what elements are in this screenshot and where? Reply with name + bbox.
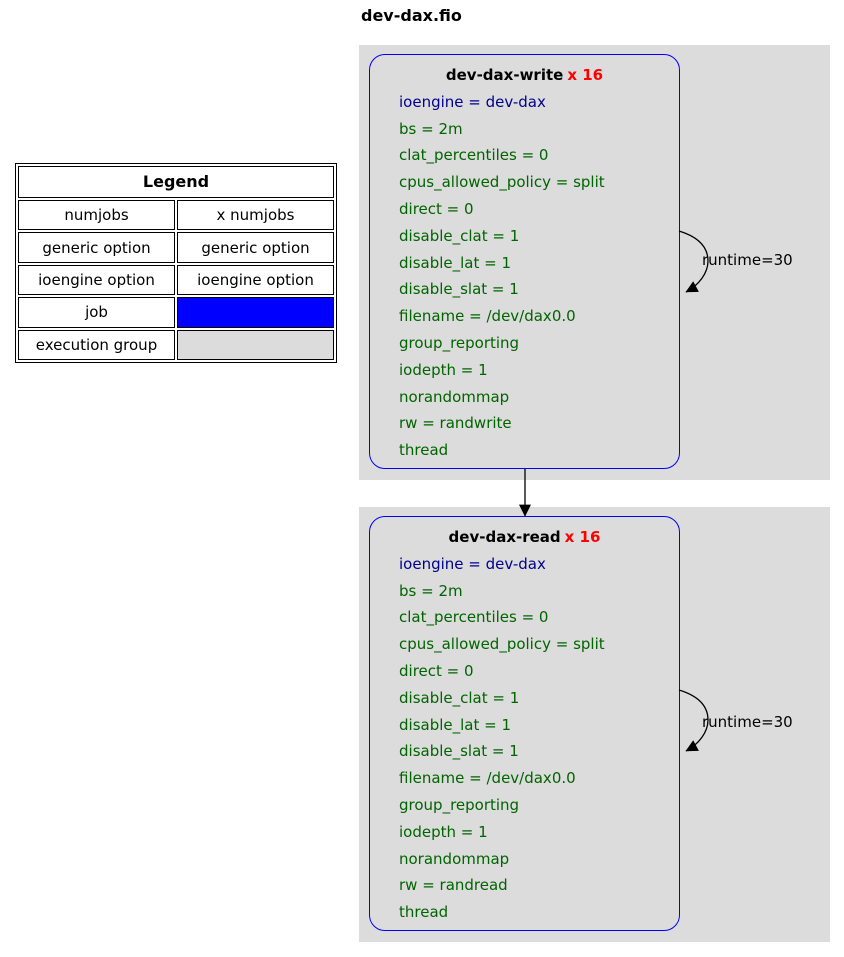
job-numjobs-badge: x 16: [564, 528, 601, 546]
legend-row-numjobs: numjobs x numjobs: [18, 199, 334, 231]
legend-row-ioengine-option: ioengine option ioengine option: [18, 264, 334, 296]
job-option: thread: [399, 903, 449, 922]
legend-sample-swatch-execution-group: [177, 329, 334, 360]
legend-label-cell: job: [18, 297, 175, 328]
legend-label-cell: ioengine option: [18, 264, 175, 296]
job-option: disable_slat = 1: [399, 742, 519, 761]
job-option: group_reporting: [399, 795, 520, 814]
job-option: disable_slat = 1: [399, 280, 519, 299]
job-name: dev-dax-read: [448, 528, 561, 546]
legend-table: Legend numjobs x numjobs generic option …: [15, 163, 337, 363]
legend-row-execution-group: execution group: [18, 329, 334, 360]
legend-row-job: job: [18, 297, 334, 328]
job-option: thread: [399, 441, 449, 460]
job-option: group_reporting: [399, 333, 520, 352]
self-loop-label-runtime: runtime=30: [702, 713, 793, 731]
job-option: bs = 2m: [399, 581, 463, 600]
legend-sample-swatch-job: [177, 297, 334, 328]
legend-header-row: Legend: [18, 166, 334, 198]
job-option: norandommap: [399, 387, 510, 406]
job-option: clat_percentiles = 0: [399, 146, 549, 165]
job-option: filename = /dev/dax0.0: [399, 307, 576, 326]
legend-sample-cell-generic: generic option: [177, 232, 334, 263]
legend-label-cell: generic option: [18, 232, 175, 263]
self-loop-label-runtime: runtime=30: [702, 251, 793, 269]
job-option: disable_clat = 1: [399, 226, 520, 245]
job-option: direct = 0: [399, 661, 474, 680]
legend-sample-cell-ioengine: ioengine option: [177, 264, 334, 296]
legend-label-cell: execution group: [18, 329, 175, 360]
legend-label-cell: numjobs: [18, 199, 175, 231]
job-option: cpus_allowed_policy = split: [399, 635, 605, 654]
job-option-ioengine: ioengine = dev-dax: [399, 554, 546, 573]
job-option-ioengine: ioengine = dev-dax: [399, 92, 546, 111]
job-option: norandommap: [399, 849, 510, 868]
job-option: disable_clat = 1: [399, 688, 520, 707]
job-option: disable_lat = 1: [399, 253, 512, 272]
legend-header-cell: Legend: [18, 166, 334, 198]
job-option: disable_lat = 1: [399, 715, 512, 734]
job-name: dev-dax-write: [445, 66, 564, 84]
job-option: iodepth = 1: [399, 360, 488, 379]
diagram-title: dev-dax.fio: [361, 6, 462, 25]
job-option: filename = /dev/dax0.0: [399, 769, 576, 788]
job-option: direct = 0: [399, 199, 474, 218]
job-option: rw = randread: [399, 876, 508, 895]
legend-sample-cell-numjobs: x numjobs: [177, 199, 334, 231]
job-option: iodepth = 1: [399, 822, 488, 841]
job-numjobs-badge: x 16: [567, 66, 604, 84]
job-option: clat_percentiles = 0: [399, 608, 549, 627]
job-option: bs = 2m: [399, 119, 463, 138]
job-option: rw = randwrite: [399, 414, 512, 433]
legend-row-generic-option: generic option generic option: [18, 232, 334, 263]
job-option: cpus_allowed_policy = split: [399, 173, 605, 192]
